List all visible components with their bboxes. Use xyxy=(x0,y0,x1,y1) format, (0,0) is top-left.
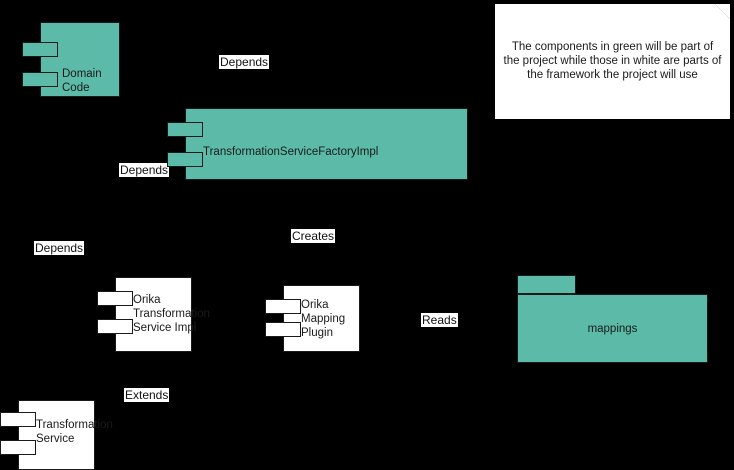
component-body xyxy=(185,108,468,180)
component-port-tab-upper xyxy=(0,412,36,427)
package-mappings[interactable]: mappings xyxy=(517,275,708,363)
component-port-tab-upper xyxy=(265,299,301,314)
component-port-tab-upper xyxy=(97,291,133,306)
relationship-label-depends-factory: Depends xyxy=(119,163,170,177)
component-domain-code[interactable]: Domain Code xyxy=(22,22,120,97)
relationship-label-depends-domain-to-factory: Depends xyxy=(219,55,270,69)
relationship-label-creates: Creates xyxy=(291,229,336,243)
component-transformation-service-factory-impl[interactable]: TransformationServiceFactoryImpl xyxy=(167,108,468,180)
package-body: mappings xyxy=(517,294,708,363)
package-tab xyxy=(517,275,576,294)
relationship-label-depends-orika-impl: Depends xyxy=(34,241,85,255)
relationship-label-extends: Extends xyxy=(124,388,170,402)
component-body xyxy=(283,285,360,352)
relationship-label-reads: Reads xyxy=(421,313,458,327)
component-transformation-service[interactable]: Transformation Service xyxy=(0,400,113,470)
component-port-tab-lower xyxy=(97,319,133,334)
note-fold-inner-icon xyxy=(715,4,730,19)
legend-note: The components in green will be part of … xyxy=(494,3,731,120)
component-port-tab-upper xyxy=(22,42,58,57)
component-orika-transformation-service-impl[interactable]: Orika Transformation Service Impl xyxy=(97,277,210,352)
component-orika-mapping-plugin[interactable]: Orika Mapping Plugin xyxy=(265,285,360,352)
component-port-tab-lower xyxy=(167,152,203,167)
package-name: mappings xyxy=(587,322,638,335)
component-port-tab-lower xyxy=(0,440,36,455)
note-text: The components in green will be part of … xyxy=(503,41,722,81)
component-port-tab-lower xyxy=(22,72,58,87)
component-body xyxy=(18,400,95,470)
component-port-tab-upper xyxy=(167,122,203,137)
component-port-tab-lower xyxy=(265,322,301,337)
component-body xyxy=(115,277,192,352)
